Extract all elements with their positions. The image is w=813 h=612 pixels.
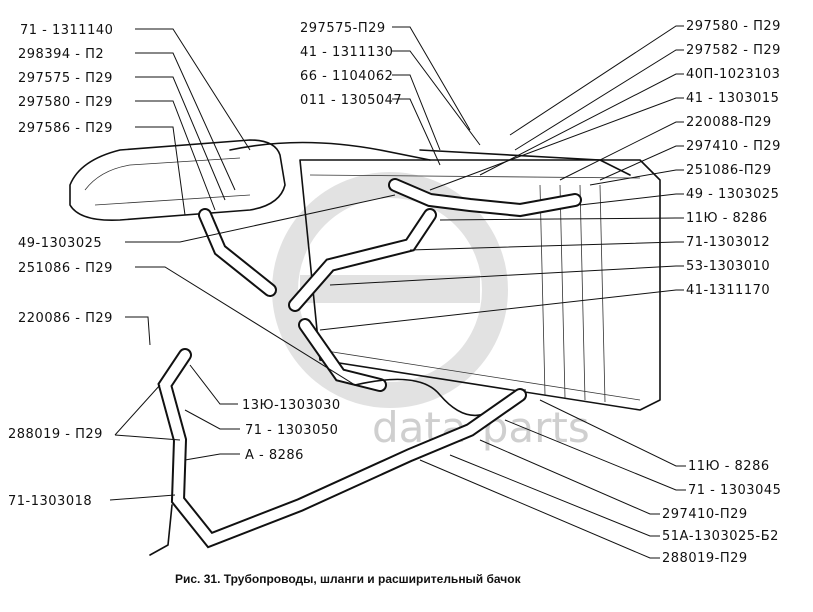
part-label: 49-1303025 [18, 236, 102, 251]
leader-lines [109, 25, 686, 559]
part-label: 11Ю - 8286 [686, 211, 768, 226]
part-label: 288019-П29 [662, 551, 748, 566]
figure-caption: Рис. 31. Трубопроводы, шланги и расширит… [175, 572, 522, 586]
part-label: 297410-П29 [662, 507, 748, 522]
part-label: 40П-1023103 [686, 67, 780, 82]
part-label: 297410 - П29 [686, 139, 781, 154]
part-label: 41-1311170 [686, 283, 770, 298]
part-label: 41 - 1303015 [686, 91, 779, 106]
part-label: 297575 - П29 [18, 71, 113, 86]
part-label: 71-1303018 [8, 494, 92, 509]
part-label: 297580 - П29 [18, 95, 113, 110]
part-label: 71 - 1303045 [688, 483, 781, 498]
part-label: 49 - 1303025 [686, 187, 779, 202]
part-label: А - 8286 [245, 448, 304, 463]
part-label: 41 - 1311130 [300, 45, 393, 60]
part-label: 297580 - П29 [686, 19, 781, 34]
part-label: 71 - 1311140 [20, 23, 113, 38]
part-label: 288019 - П29 [8, 427, 103, 442]
part-label: 251086-П29 [686, 163, 772, 178]
part-label: 220088-П29 [686, 115, 772, 130]
part-label: 66 - 1104062 [300, 69, 393, 84]
part-label: 71-1303012 [686, 235, 770, 250]
hoses [149, 178, 582, 556]
part-label: 220086 - П29 [18, 311, 113, 326]
part-label: 13Ю-1303030 [242, 398, 341, 413]
part-label: 251086 - П29 [18, 261, 113, 276]
part-label: 53-1303010 [686, 259, 770, 274]
part-label: 51А-1303025-Б2 [662, 529, 779, 544]
part-label: 71 - 1303050 [245, 423, 338, 438]
part-label: 297586 - П29 [18, 121, 113, 136]
part-label: 11Ю - 8286 [688, 459, 770, 474]
part-label: 297575-П29 [300, 21, 386, 36]
part-label: 297582 - П29 [686, 43, 781, 58]
part-label: 011 - 1305047 [300, 93, 402, 108]
part-label: 298394 - П2 [18, 47, 104, 62]
